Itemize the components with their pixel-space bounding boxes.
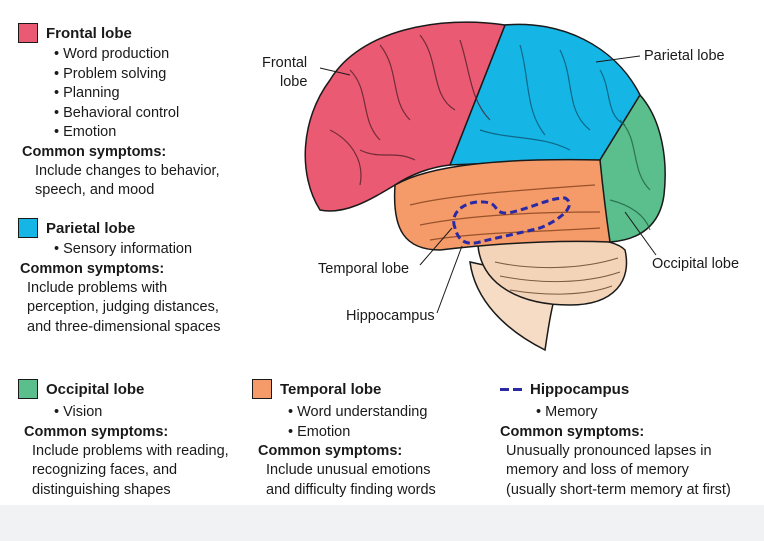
hippocampus-callout-line	[436, 245, 463, 314]
temporal-lobe-region	[393, 158, 611, 251]
callout-hippocampus: Hippocampus	[346, 308, 435, 324]
list-item: Word production	[54, 45, 268, 65]
symptoms-text: Unusually pronounced lapses in memory an…	[506, 442, 731, 498]
footer-band	[0, 505, 764, 541]
callout-temporal-lobe: Temporal lobe	[318, 261, 409, 277]
symptoms-text: Include changes to behavior, speech, and…	[35, 162, 220, 199]
legend-title: Frontal lobe	[46, 24, 132, 42]
list-item: Behavioral control	[54, 104, 268, 124]
list-item: Word understanding	[288, 403, 492, 423]
list-item: Emotion	[54, 123, 268, 143]
legend-parietal: Parietal lobe Sensory information Common…	[18, 217, 268, 337]
occipital-color-swatch	[18, 379, 38, 399]
temporal-color-swatch	[252, 379, 272, 399]
parietal-color-swatch	[18, 218, 38, 238]
temporal-callout-line	[419, 227, 453, 266]
bullet-list: Vision	[54, 403, 258, 423]
list-item: Emotion	[288, 423, 492, 443]
symptoms-text: Include unusual emotions and difficulty …	[266, 462, 436, 498]
symptoms-heading: Common symptoms:	[500, 423, 645, 440]
legend-title: Temporal lobe	[280, 380, 382, 398]
occipital-callout-line	[624, 211, 657, 256]
legend-hippocampus: Hippocampus Memory Common symptoms: Unus…	[500, 378, 760, 500]
symptoms-text: Include problems with perception, judgin…	[27, 279, 221, 335]
legend-title: Hippocampus	[530, 380, 630, 398]
legend-occipital: Occipital lobe Vision Common symptoms: I…	[18, 378, 258, 500]
legend-title: Parietal lobe	[46, 219, 136, 237]
list-item: Problem solving	[54, 65, 268, 85]
callout-frontal-lobe: Frontal lobe	[262, 55, 311, 90]
list-item: Memory	[536, 403, 760, 423]
legend-frontal: Frontal lobe Word production Problem sol…	[18, 22, 268, 201]
list-item: Planning	[54, 84, 268, 104]
bullet-list: Word understanding Emotion	[288, 403, 492, 442]
list-item: Sensory information	[54, 240, 268, 260]
bullet-list: Word production Problem solving Planning…	[54, 45, 268, 143]
legend-title: Occipital lobe	[46, 380, 145, 398]
symptoms-heading: Common symptoms:	[20, 260, 165, 277]
callout-parietal-lobe: Parietal lobe	[644, 48, 725, 64]
bullet-list: Sensory information	[54, 240, 268, 260]
symptoms-text: Include problems with reading, recognizi…	[32, 442, 229, 498]
hippocampus-dash-swatch	[500, 387, 522, 391]
frontal-callout-line	[319, 67, 351, 76]
frontal-color-swatch	[18, 23, 38, 43]
list-item: Vision	[54, 403, 258, 423]
symptoms-heading: Common symptoms:	[22, 143, 167, 160]
callout-occipital-lobe: Occipital lobe	[652, 256, 739, 272]
bullet-list: Memory	[536, 403, 760, 423]
symptoms-heading: Common symptoms:	[258, 443, 403, 459]
symptoms-heading: Common symptoms:	[24, 423, 169, 440]
legend-temporal: Temporal lobe Word understanding Emotion…	[252, 378, 492, 500]
parietal-callout-line	[595, 55, 641, 63]
hippocampus-outline	[452, 196, 571, 245]
